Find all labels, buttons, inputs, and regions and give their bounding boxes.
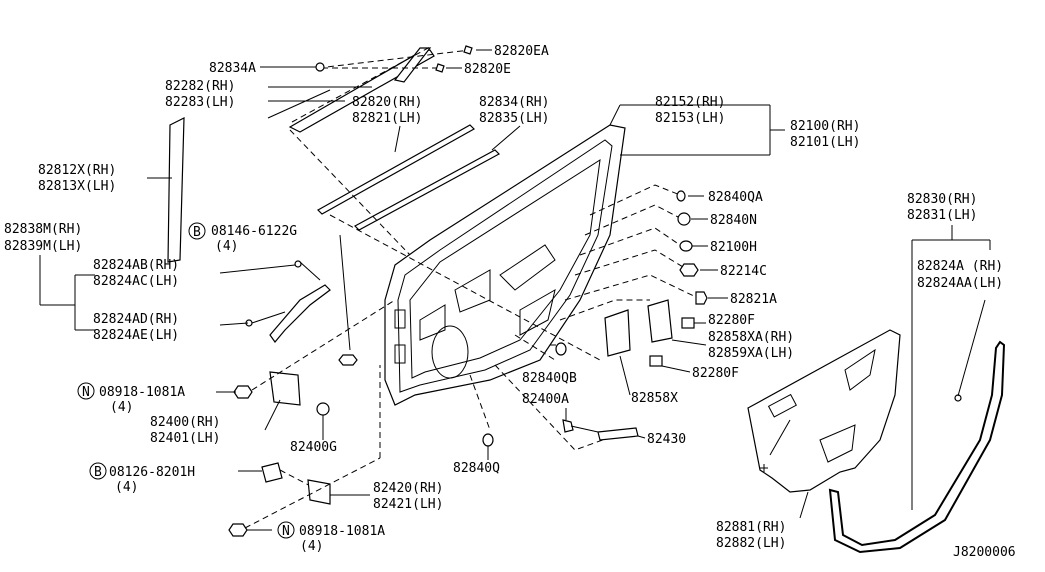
label-82882: 82882(LH)	[716, 536, 786, 551]
label-08126-qty: (4)	[115, 480, 138, 495]
label-82824AB: 82824AB(RH)	[93, 258, 179, 273]
label-82824AE: 82824AE(LH)	[93, 328, 179, 343]
label-82280F-a: 82280F	[708, 313, 755, 328]
label-82839M: 82839M(LH)	[4, 239, 82, 254]
badge-group: B N B N	[77, 222, 295, 539]
label-08918-b-qty: (4)	[300, 539, 323, 554]
label-82858XA: 82858XA(RH)	[708, 330, 794, 345]
label-82421: 82421(LH)	[373, 497, 443, 512]
label-82100H: 82100H	[710, 240, 757, 255]
label-82821: 82821(LH)	[352, 111, 422, 126]
label-82400G: 82400G	[290, 440, 337, 455]
label-08918-a-qty: (4)	[110, 400, 133, 415]
label-82400: 82400(RH)	[150, 415, 220, 430]
label-82820E: 82820E	[464, 62, 511, 77]
label-08146-qty: (4)	[215, 239, 238, 254]
label-82834A: 82834A	[209, 61, 256, 76]
badge-n-08918-a: N	[82, 385, 90, 400]
label-82824AC: 82824AC(LH)	[93, 274, 179, 289]
label-82820EA: 82820EA	[494, 44, 549, 59]
label-82824AA: 82824AA(LH)	[917, 276, 1003, 291]
label-82430: 82430	[647, 432, 686, 447]
clip-parts	[482, 190, 708, 460]
label-82824A: 82824A (RH)	[917, 259, 1003, 274]
label-82813X: 82813X(LH)	[38, 179, 116, 194]
label-82834: 82834(RH)	[479, 95, 549, 110]
part-labels: 82834A 82820EA 82820E 82282(RH) 82283(LH…	[4, 44, 1016, 560]
belt-moulding-group	[289, 124, 521, 256]
diagram-id: J8200006	[953, 545, 1016, 560]
badge-n-08918-b: N	[282, 524, 290, 539]
label-82838M: 82838M(RH)	[4, 222, 82, 237]
label-82101: 82101(LH)	[790, 135, 860, 150]
label-82153: 82153(LH)	[655, 111, 725, 126]
label-82831: 82831(LH)	[907, 208, 977, 223]
label-82881: 82881(RH)	[716, 520, 786, 535]
label-82830: 82830(RH)	[907, 192, 977, 207]
label-82152: 82152(RH)	[655, 95, 725, 110]
window-moulding-group	[267, 45, 473, 133]
sash-trim-part	[147, 117, 185, 263]
door-shell	[384, 104, 785, 406]
door-trim-panel	[747, 329, 901, 493]
door-weatherstrip	[828, 225, 1006, 554]
label-82401: 82401(LH)	[150, 431, 220, 446]
label-82840Q: 82840Q	[453, 461, 500, 476]
label-82812X: 82812X(RH)	[38, 163, 116, 178]
label-08146: 08146-6122G	[211, 224, 297, 239]
label-82283: 82283(LH)	[165, 95, 235, 110]
label-82282: 82282(RH)	[165, 79, 235, 94]
label-82858X: 82858X	[631, 391, 678, 406]
badge-b-08146: B	[193, 225, 201, 240]
leader-lines	[260, 49, 809, 519]
label-82835: 82835(LH)	[479, 111, 549, 126]
label-82821A: 82821A	[730, 292, 777, 307]
label-82824AD: 82824AD(RH)	[93, 312, 179, 327]
label-82420: 82420(RH)	[373, 481, 443, 496]
label-82820: 82820(RH)	[352, 95, 422, 110]
label-82840N: 82840N	[710, 213, 757, 228]
label-82100: 82100(RH)	[790, 119, 860, 134]
label-08126: 08126-8201H	[109, 465, 195, 480]
hinge-parts	[216, 234, 396, 537]
label-82840QB: 82840QB	[522, 371, 577, 386]
badge-b-08126: B	[94, 465, 102, 480]
label-82400A: 82400A	[522, 392, 569, 407]
label-82214C: 82214C	[720, 264, 767, 279]
label-82280F-b: 82280F	[692, 366, 739, 381]
label-08918-b: 08918-1081A	[299, 524, 385, 539]
label-08918-a: 08918-1081A	[99, 385, 185, 400]
label-82859XA: 82859XA(LH)	[708, 346, 794, 361]
label-82840QA: 82840QA	[708, 190, 763, 205]
left-bracket-parts	[39, 255, 331, 343]
